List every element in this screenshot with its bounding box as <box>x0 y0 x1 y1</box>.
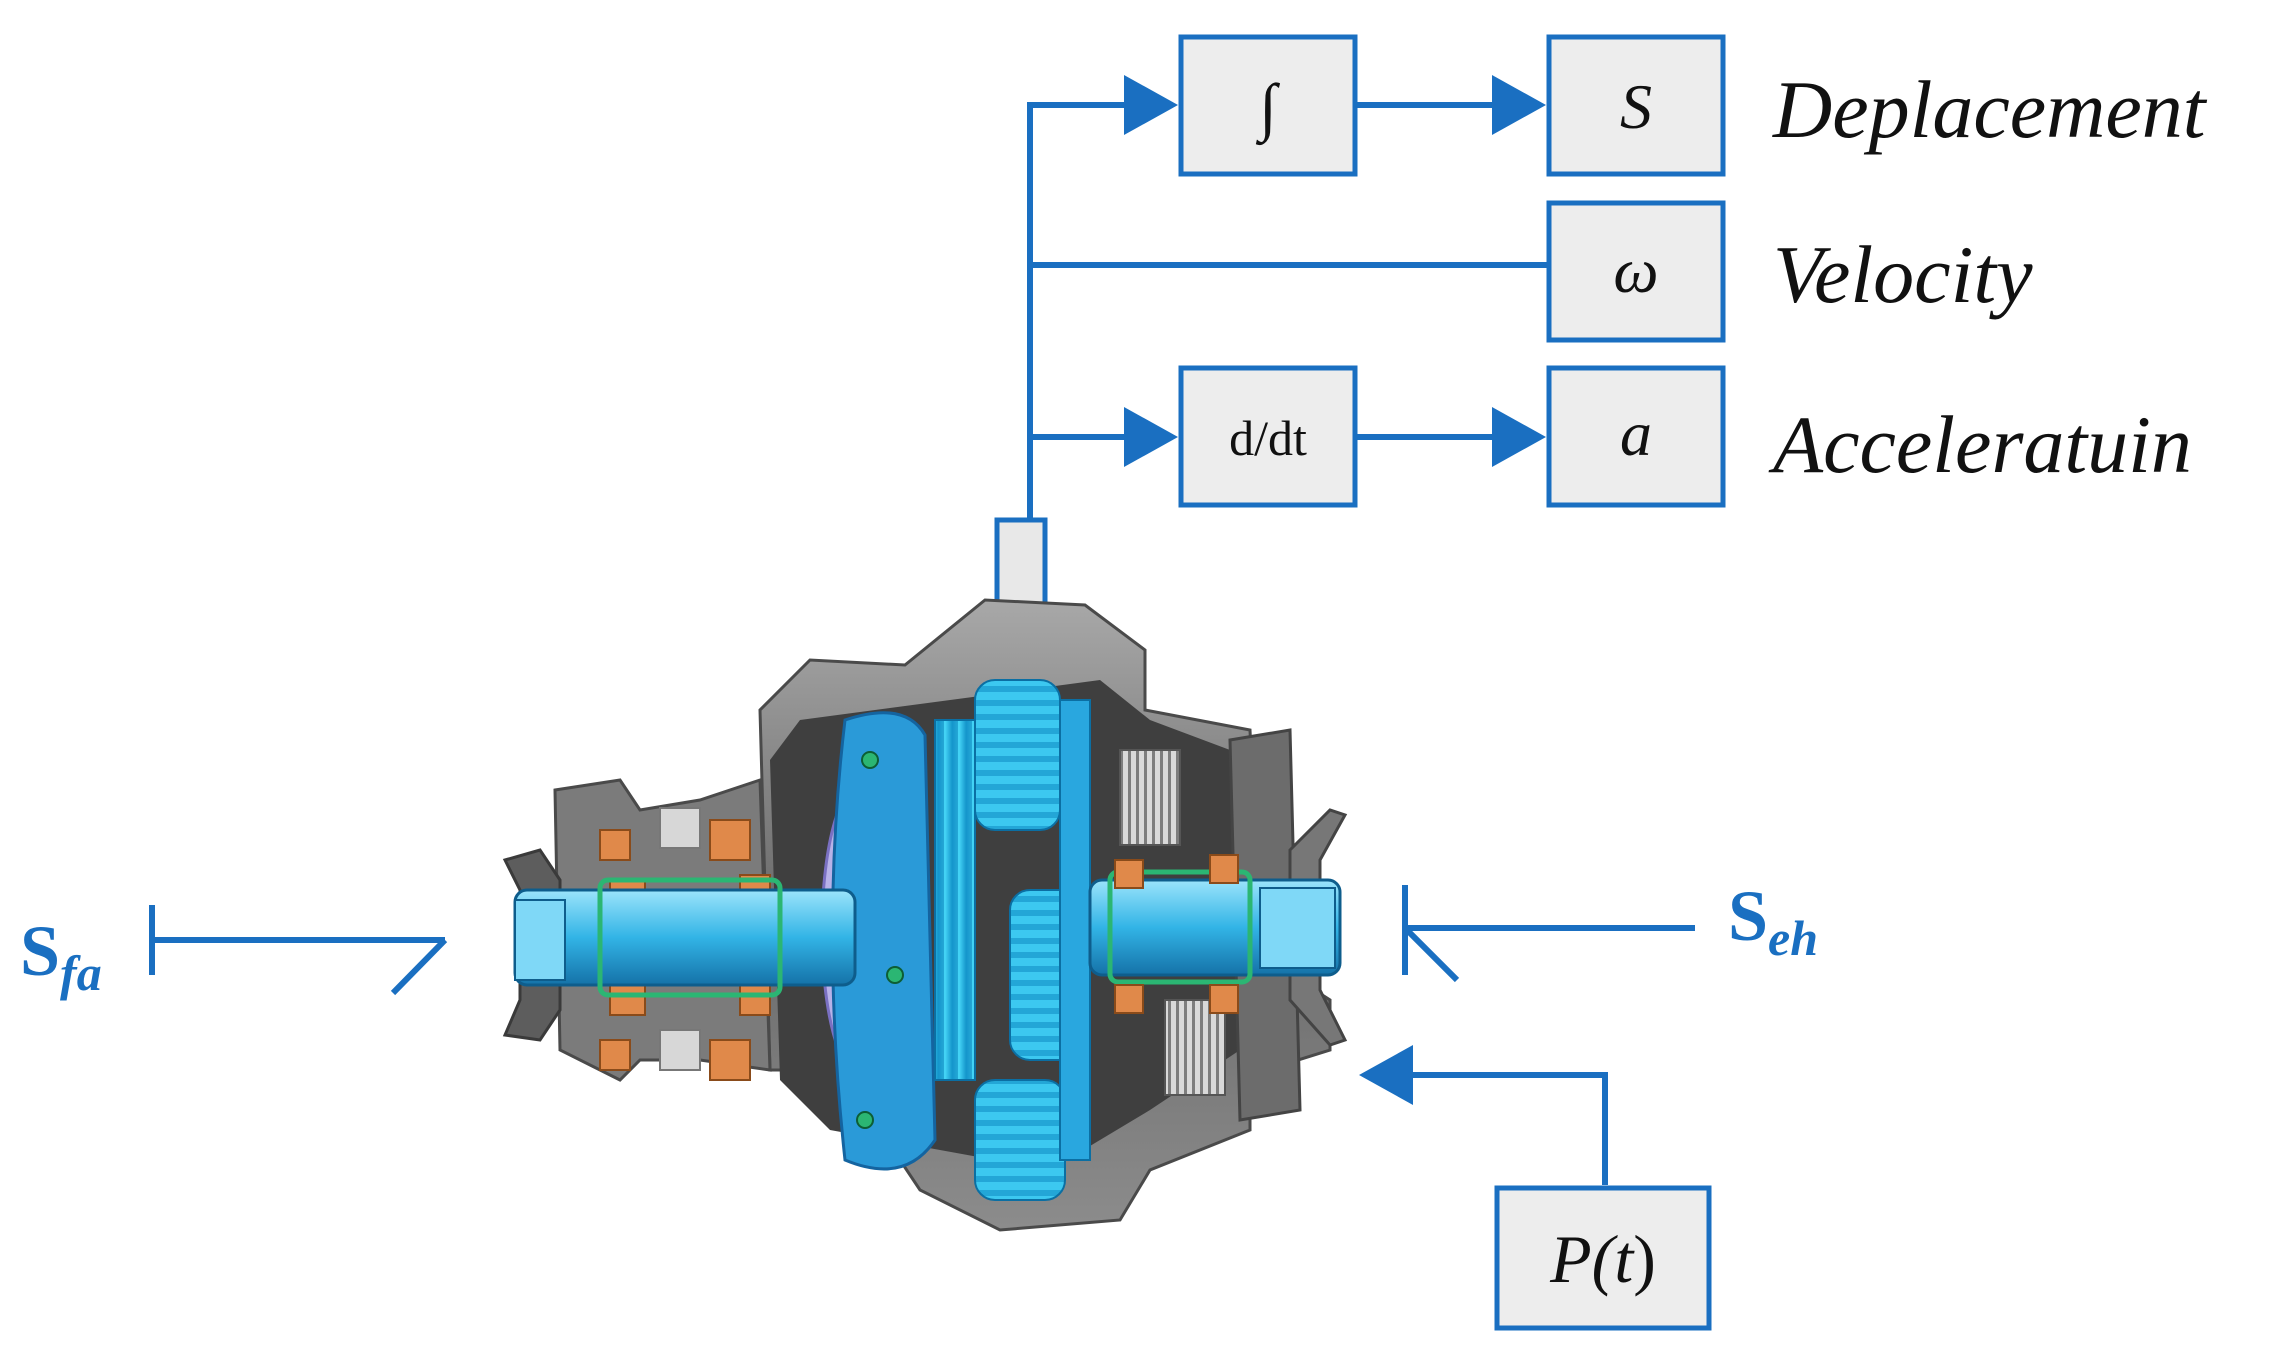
spring-upper <box>1119 749 1181 846</box>
gearbox-icon <box>502 598 1348 1232</box>
pressure-label: P(t) <box>1549 1221 1656 1297</box>
label-seh-main: S <box>1728 876 1768 956</box>
plate-bolts <box>856 751 904 1129</box>
right-input-hook <box>1402 925 1460 983</box>
label-acceleration: Acceleratuin <box>1768 399 2192 490</box>
pressure-open: P( <box>1549 1221 1619 1297</box>
label-displacement: Deplacement <box>1772 64 2208 155</box>
input-right: Seh <box>1402 876 1818 983</box>
ring-gear-teeth <box>934 719 976 1081</box>
integrator-box <box>1178 34 1358 177</box>
left-input-hook <box>390 937 448 996</box>
input-left: Sfa <box>20 905 448 1001</box>
pressure-wire <box>1359 1045 1608 1185</box>
label-sfa-main: S <box>20 911 60 991</box>
integrator-symbol: ∫ <box>1255 71 1280 146</box>
pressure-var: t <box>1614 1221 1635 1297</box>
signal-wiring <box>1027 75 1550 520</box>
displacement-symbol: S <box>1620 71 1652 142</box>
acceleration-symbol: a <box>1620 398 1652 469</box>
sensor-icon <box>994 517 1048 613</box>
block-velocity: ω <box>1546 200 1726 343</box>
planet-gear-top <box>974 679 1061 831</box>
derivative-box <box>1178 365 1358 508</box>
block-derivative: d/dt <box>1178 365 1358 508</box>
pressure-box <box>1494 1185 1712 1331</box>
displacement-box <box>1546 34 1726 177</box>
planet-gear-bottom <box>974 1079 1066 1201</box>
velocity-box <box>1546 200 1726 343</box>
pressure-close: ) <box>1633 1221 1656 1297</box>
acceleration-box <box>1546 365 1726 508</box>
label-velocity: Velocity <box>1773 229 2033 320</box>
carrier-plate <box>831 711 937 1171</box>
label-sfa-sub: fa <box>60 945 102 1001</box>
block-displacement: S <box>1546 34 1726 177</box>
spring-lower <box>1164 999 1226 1096</box>
label-sfa: Sfa <box>20 911 102 1001</box>
carrier-right-plate <box>1059 699 1091 1161</box>
velocity-symbol: ω <box>1613 235 1658 306</box>
block-acceleration: a <box>1546 365 1726 508</box>
derivative-label: d/dt <box>1229 410 1307 466</box>
block-integrator: ∫ <box>1178 34 1358 177</box>
label-seh: Seh <box>1728 876 1818 966</box>
label-seh-sub: eh <box>1768 910 1818 966</box>
pressure-input: P(t) <box>1359 1045 1712 1331</box>
